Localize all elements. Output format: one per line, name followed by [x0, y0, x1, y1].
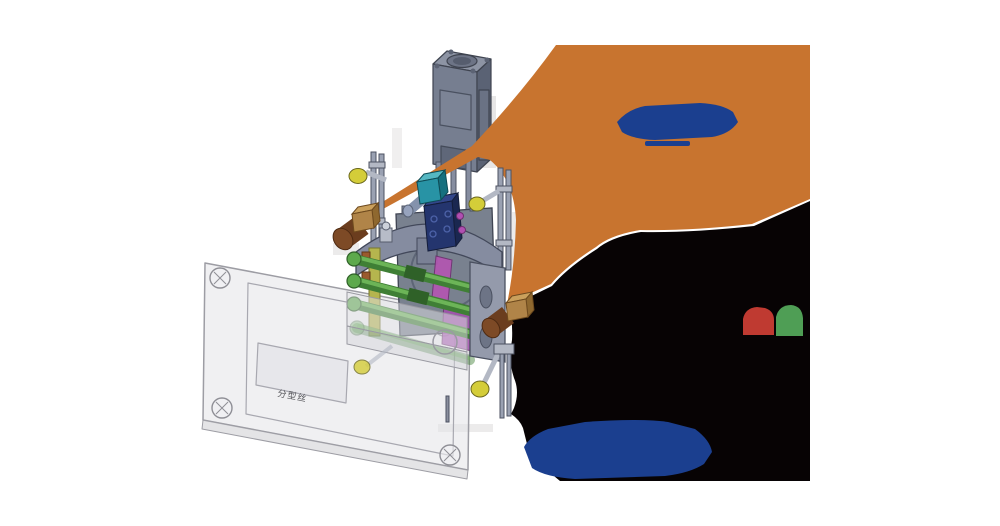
right-clamp — [481, 290, 535, 339]
teal-block — [402, 168, 449, 218]
lower-rods — [445, 343, 515, 423]
ball-levers — [348, 168, 502, 398]
tower-side-plate — [478, 89, 490, 161]
ball-knob-top-left — [348, 168, 368, 184]
magenta-pins — [456, 212, 466, 234]
ball-knob-top-right — [468, 196, 486, 212]
badge-red — [743, 307, 774, 335]
base-plate-pocket — [255, 342, 349, 404]
left-clamp — [332, 201, 381, 251]
ball-knob-bottom — [470, 380, 490, 398]
badge-green — [776, 305, 803, 336]
callout-label-top-underline — [645, 141, 690, 146]
base-plate-edge — [201, 419, 469, 480]
navy-block — [422, 191, 463, 252]
callout-label-top — [617, 103, 738, 140]
ghost-block — [346, 291, 468, 371]
ball-knob-bottom-left — [353, 359, 371, 375]
callout-label-bottom — [524, 420, 712, 479]
tower-front-pocket — [439, 89, 472, 131]
black-callout-arrow — [509, 201, 810, 481]
